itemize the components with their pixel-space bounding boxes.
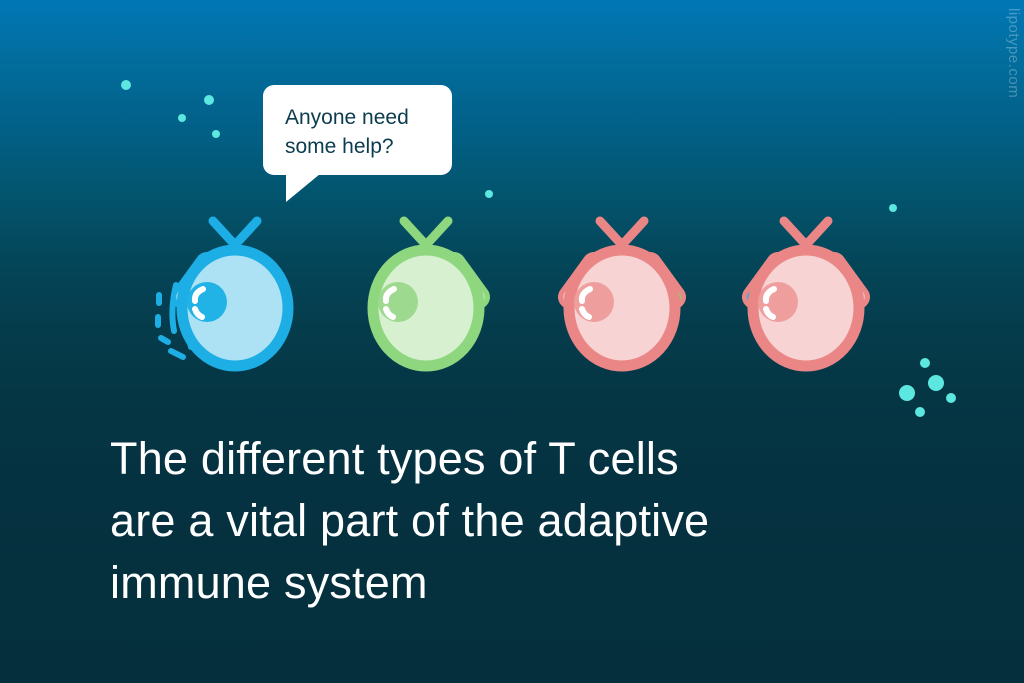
particle-dot — [946, 393, 956, 403]
particle-dot — [899, 385, 915, 401]
particle-dot — [212, 130, 220, 138]
cell-body — [176, 244, 294, 372]
t-cell-pink-green-marker — [532, 205, 712, 375]
nucleus-highlight — [382, 286, 397, 320]
watermark-lipotype: lipotype.com — [1005, 8, 1022, 99]
cell-body — [367, 244, 485, 372]
speech-bubble-tail — [286, 174, 320, 202]
particle-dot — [920, 358, 930, 368]
nucleus-highlight — [578, 286, 593, 320]
t-cell-pink-blue-marker — [716, 205, 896, 375]
page-title: The different types of T cells are a vit… — [110, 433, 710, 608]
cell-body — [563, 244, 681, 372]
particle-dot — [121, 80, 131, 90]
particle-dot — [204, 95, 214, 105]
particle-dot — [889, 204, 897, 212]
speech-bubble: Anyone need some help? — [263, 85, 452, 175]
cell-body — [747, 244, 865, 372]
nucleus-highlight — [191, 286, 206, 320]
particle-dot — [915, 407, 925, 417]
nucleus-highlight — [762, 286, 777, 320]
particle-dot — [928, 375, 944, 391]
t-cell-green — [336, 205, 516, 375]
particle-dot — [178, 114, 186, 122]
speech-bubble-text: Anyone need some help? — [285, 106, 409, 158]
helper-t-cell-blue — [145, 205, 325, 375]
particle-dot — [485, 190, 493, 198]
